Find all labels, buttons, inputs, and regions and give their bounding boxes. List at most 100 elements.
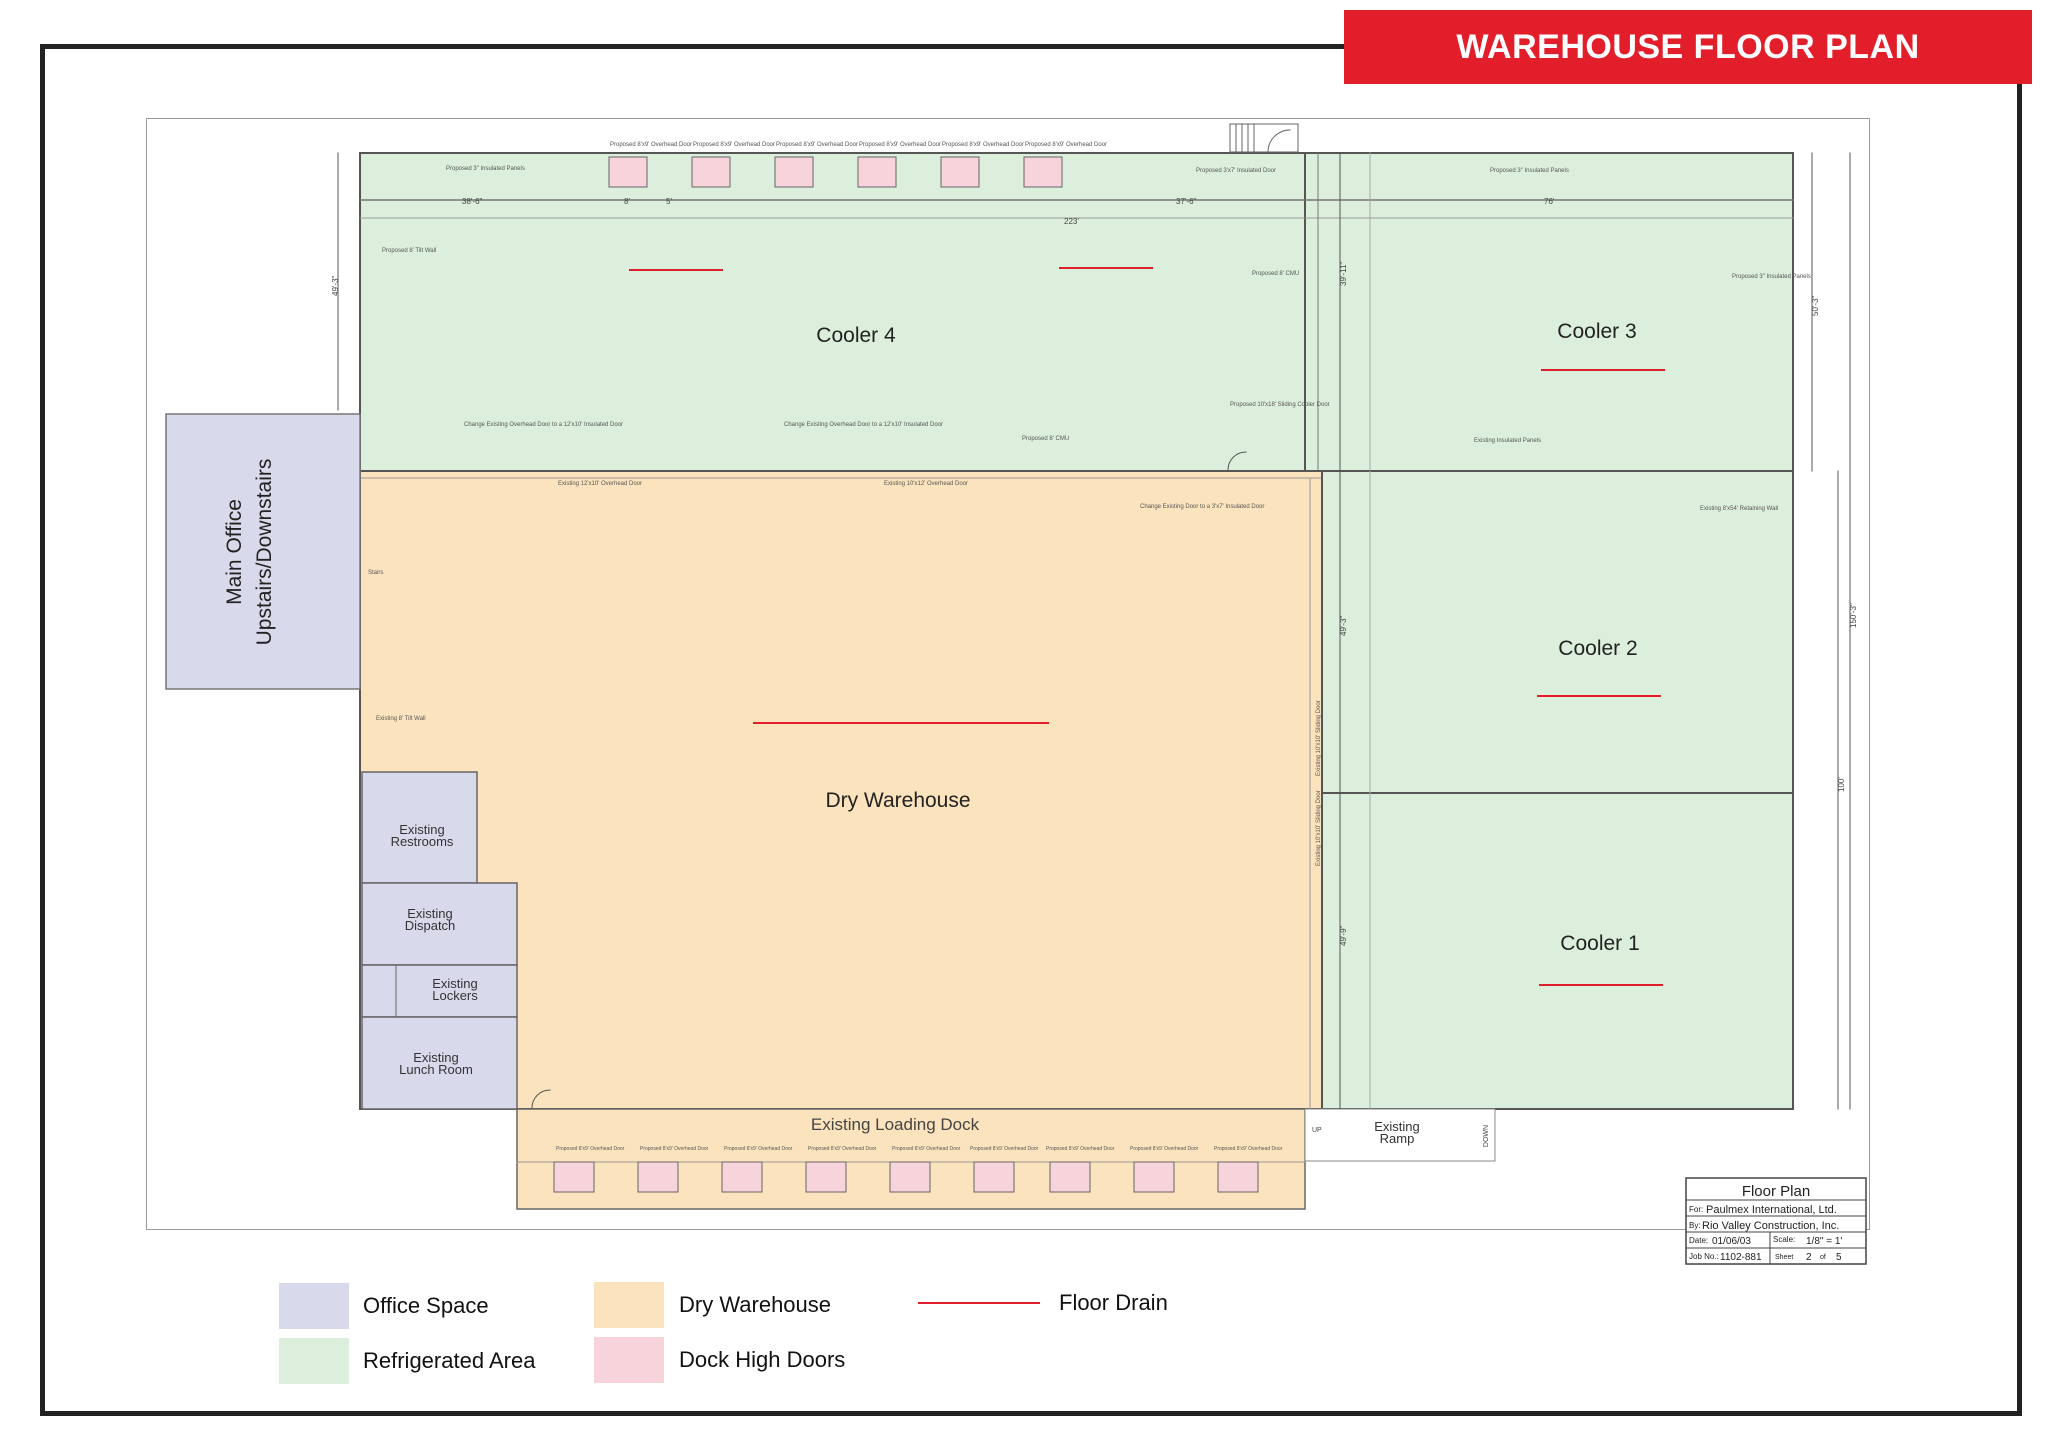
stairs <box>1229 123 1299 153</box>
title-block-by-value: Rio Valley Construction, Inc. <box>1702 1220 1839 1232</box>
dock-door-bottom-4 <box>805 1161 847 1193</box>
note-proposed-door: Proposed 8'x9' Overhead Door <box>640 1146 709 1152</box>
lockers-label-1: Existing <box>432 976 478 991</box>
title-block-job-label: Job No.: <box>1689 1252 1719 1261</box>
title-block-job-value: 1102-881 <box>1720 1252 1762 1263</box>
note-existing-panels: Existing Insulated Panels <box>1474 438 1541 444</box>
dock-door-top-1 <box>608 156 648 188</box>
restrooms-zone <box>361 771 478 884</box>
note-proposed-cu: Proposed 8' CMU <box>1022 436 1069 442</box>
note-existing-tilt: Existing 8' Tilt Wall <box>376 716 426 722</box>
note-stairs: Stairs <box>368 570 383 576</box>
note-proposed-door: Proposed 8'x9' Overhead Door <box>1046 1146 1115 1152</box>
title-block-heading: Floor Plan <box>1742 1183 1810 1200</box>
main-office-label-1: Main Office <box>223 499 246 605</box>
restrooms-label-1: Existing <box>399 822 445 837</box>
note-proposed-door: Proposed 8'x9' Overhead Door <box>556 1146 625 1152</box>
main-office-label-2: Upstairs/Downstairs <box>253 459 276 646</box>
dock-door-bottom-1 <box>553 1161 595 1193</box>
cooler-3-zone <box>1304 152 1794 472</box>
dim-top-mid: 37'-6" <box>1176 197 1197 206</box>
note-sliding-side-a: Existing 10'x10' Sliding Door <box>1316 700 1322 776</box>
lunch-room-label-1: Existing <box>413 1050 459 1065</box>
dock-door-bottom-3 <box>721 1161 763 1193</box>
dim-right-overall: 150'-3" <box>1849 603 1858 628</box>
dock-door-bottom-2 <box>637 1161 679 1193</box>
note-change-insulated: Change Existing Door to a 3'x7' Insulate… <box>1140 504 1264 510</box>
note-proposed-door: Proposed 8'x9' Overhead Door <box>970 1146 1039 1152</box>
note-sliding-door: Proposed 10'x18' Sliding Cooler Door <box>1230 402 1330 408</box>
note-retaining-wall: Existing 8'x54' Retaining Wall <box>1700 506 1778 512</box>
note-proposed-door: Proposed 8'x9' Overhead Door <box>808 1146 877 1152</box>
dim-top-overall: 223' <box>1064 217 1079 226</box>
dim-mid-cooler-1: 49'-9" <box>1339 925 1348 946</box>
dim-mid-upper: 39'-11" <box>1339 262 1348 286</box>
note-sliding-side-b: Existing 10'x10' Sliding Door <box>1316 790 1322 866</box>
note-tilt-wall: Proposed 8' Tilt Wall <box>382 248 436 254</box>
note-proposed-door: Proposed 8'x9' Overhead Door <box>724 1146 793 1152</box>
lockers-label-2: Lockers <box>432 988 478 1003</box>
lunch-room-label-2: Lunch Room <box>399 1062 473 1077</box>
note-proposed-door: Proposed 8'x9' Overhead Door <box>859 142 941 148</box>
note-proposed-door: Proposed 8'x9' Overhead Door <box>942 142 1024 148</box>
dock-door-bottom-7 <box>1049 1161 1091 1193</box>
title-block: Floor Plan For: Paulmex International, L… <box>1685 1177 1867 1265</box>
cooler-1-zone <box>1321 792 1794 1110</box>
title-block-sheet-value: 2 <box>1806 1252 1812 1263</box>
note-proposed-door: Proposed 8'x9' Overhead Door <box>1130 1146 1199 1152</box>
title-block-sheet-label: Sheet <box>1775 1254 1793 1261</box>
cooler-2-label: Cooler 2 <box>1558 637 1637 660</box>
cooler-3-label: Cooler 3 <box>1557 320 1636 343</box>
title-block-scale-value: 1/8" = 1' <box>1806 1236 1842 1247</box>
note-insulated-door: Proposed 3'x7' Insulated Door <box>1196 168 1276 174</box>
dim-door-gap: 8' <box>624 197 630 206</box>
dock-door-top-2 <box>691 156 731 188</box>
title-block-of-label: of <box>1820 1254 1826 1261</box>
title-block-scale-label: Scale: <box>1773 1235 1795 1244</box>
lockers-zone <box>361 964 518 1018</box>
note-proposed-door: Proposed 8'x9' Overhead Door <box>1214 1146 1283 1152</box>
dock-door-bottom-6 <box>973 1161 1015 1193</box>
dry-warehouse-label: Dry Warehouse <box>825 789 970 812</box>
title-block-of-value: 5 <box>1836 1252 1842 1263</box>
ramp-down-label: DOWN <box>1483 1125 1490 1147</box>
note-change-door-b: Change Existing Overhead Door to a 12'x1… <box>784 422 943 428</box>
dock-door-bottom-9 <box>1217 1161 1259 1193</box>
dim-left-upper: 49'-3" <box>331 275 340 296</box>
dim-top-right: 76' <box>1544 197 1555 206</box>
dim-mid-cooler-2: 49'-3" <box>1339 615 1348 636</box>
dim-right-lower: 100' <box>1837 777 1846 792</box>
note-proposed-door: Proposed 8'x9' Overhead Door <box>1025 142 1107 148</box>
title-block-date-value: 01/06/03 <box>1712 1236 1751 1247</box>
cooler-2-zone <box>1321 470 1794 794</box>
restrooms-label-2: Restrooms <box>391 834 454 849</box>
page-title: WAREHOUSE FLOOR PLAN <box>1344 10 2032 84</box>
dock-door-top-6 <box>1023 156 1063 188</box>
dispatch-label-2: Dispatch <box>405 918 456 933</box>
dim-door-sep: 5' <box>666 197 672 206</box>
title-block-for-label: For: <box>1689 1205 1703 1214</box>
dock-door-bottom-5 <box>889 1161 931 1193</box>
note-insulated-panels: Proposed 3" Insulated Panels <box>1732 274 1811 280</box>
loading-dock-label: Existing Loading Dock <box>811 1115 980 1134</box>
cooler-4-label: Cooler 4 <box>816 324 896 347</box>
cooler-1-label: Cooler 1 <box>1560 932 1639 955</box>
ramp-up-label: UP <box>1312 1127 1322 1134</box>
dry-warehouse-zone <box>359 470 1323 1110</box>
note-existing-door-b: Existing 10'x12' Overhead Door <box>884 481 968 487</box>
ramp-label-1: Existing <box>1374 1119 1420 1134</box>
dock-door-top-5 <box>940 156 980 188</box>
note-change-door-a: Change Existing Overhead Door to a 12'x1… <box>464 422 623 428</box>
note-insulated-panels: Proposed 3" Insulated Panels <box>446 166 525 172</box>
note-insulated-panels: Proposed 3" Insulated Panels <box>1490 168 1569 174</box>
note-proposed-door: Proposed 8'x9' Overhead Door <box>693 142 775 148</box>
ramp-label-2: Ramp <box>1380 1131 1415 1146</box>
note-proposed-door: Proposed 8'x9' Overhead Door <box>776 142 858 148</box>
title-block-by-label: By: <box>1689 1221 1701 1230</box>
title-block-date-label: Date: <box>1689 1236 1708 1245</box>
dim-right-upper: 50'-3" <box>1811 295 1820 316</box>
dispatch-zone <box>361 882 518 966</box>
ramp-zone <box>1304 1108 1496 1162</box>
dock-door-top-3 <box>774 156 814 188</box>
